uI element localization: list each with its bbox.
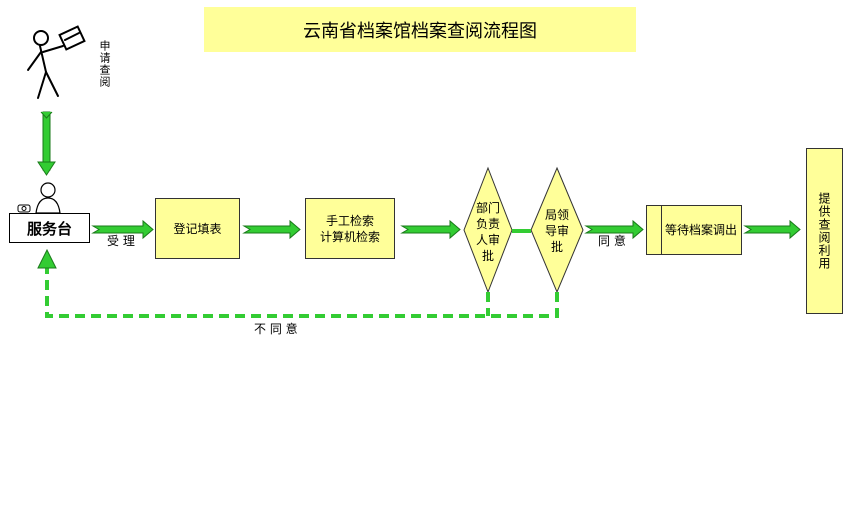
service-desk: 服务台: [9, 213, 90, 243]
disagree-return-path: [45, 262, 559, 318]
bureau-line2: 导审: [544, 224, 569, 238]
accept-label: 受 理: [107, 234, 135, 248]
dept-line2: 负责: [475, 217, 500, 231]
arrow-down-to-service: [37, 111, 56, 176]
register-box-label: 登记填表: [173, 221, 222, 236]
register-box: 登记填表: [155, 198, 240, 259]
arrow-bureau-to-wait: [584, 219, 644, 240]
apply-label: 申请查阅: [98, 40, 111, 88]
wait-box: 等待档案调出: [646, 205, 742, 255]
bureau-line3: 批: [550, 240, 563, 254]
dept-line3: 人审: [475, 233, 500, 247]
person-with-document-icon: [27, 25, 86, 99]
dept-line4: 批: [481, 249, 494, 263]
search-box: 手工检索 计算机检索: [305, 198, 395, 259]
bureau-line1: 局领: [544, 208, 569, 222]
disagree-arrowhead: [37, 248, 57, 269]
dept-diamond-text: 部门 负责 人审 批: [470, 200, 506, 264]
arrow-search-to-dept: [400, 219, 461, 240]
arrow-register-to-search: [242, 219, 301, 240]
wait-box-divider: [661, 206, 662, 254]
arrow-wait-to-provide: [743, 219, 801, 240]
bureau-diamond-text: 局领 导审 批: [539, 207, 575, 255]
page-title: 云南省档案馆档案查阅流程图: [204, 7, 636, 52]
disagree-label: 不 同 意: [254, 322, 298, 336]
provide-box: 提供查阅利用: [806, 148, 843, 314]
dept-line1: 部门: [475, 201, 500, 215]
search-box-line2: 计算机检索: [319, 229, 380, 244]
search-box-line1: 手工检索: [325, 213, 374, 228]
arrow-service-to-register: [91, 219, 154, 240]
telephone-icon: [17, 204, 31, 213]
provide-box-label: 提供查阅利用: [817, 192, 831, 270]
agree-label: 同 意: [598, 234, 626, 248]
receptionist-icon: [35, 182, 61, 214]
wait-box-label: 等待档案调出: [664, 223, 737, 237]
